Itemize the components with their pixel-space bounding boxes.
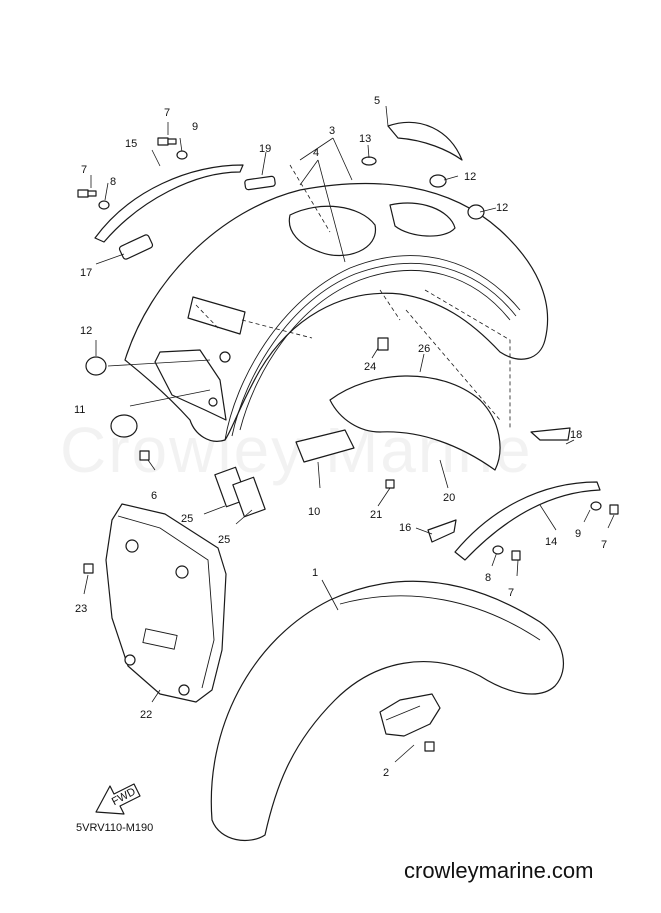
callout-19: 19 <box>259 143 271 155</box>
callout-23: 23 <box>75 603 87 615</box>
callout-7c: 7 <box>508 587 514 599</box>
pad-25b-part <box>232 476 266 518</box>
grommet-12-left-part <box>85 356 107 376</box>
callout-6: 6 <box>151 490 157 502</box>
callout-20: 20 <box>443 492 455 504</box>
reference-lines <box>195 164 511 430</box>
end-cap-left-part <box>427 519 457 543</box>
callout-22: 22 <box>140 709 152 721</box>
callout-18: 18 <box>570 429 582 441</box>
callout-7a: 7 <box>164 107 170 119</box>
diagram-code: 5VRV110-M190 <box>76 822 154 834</box>
callout-16: 16 <box>399 522 411 534</box>
callout-8b: 8 <box>485 572 491 584</box>
footer-site-link[interactable]: crowleymarine.com <box>404 858 594 883</box>
callout-3: 3 <box>329 125 335 137</box>
reflector-part <box>118 234 154 260</box>
callout-2: 2 <box>383 767 389 779</box>
callout-17: 17 <box>80 267 92 279</box>
front-fender-part <box>210 580 564 842</box>
callout-8a: 8 <box>110 176 116 188</box>
rear-fender-part <box>124 182 549 442</box>
callout-labels: 1 2 3 4 5 6 7 7 7 7 8 8 9 9 10 11 12 12 … <box>74 95 607 779</box>
callout-10: 10 <box>308 506 320 518</box>
callout-24: 24 <box>364 361 376 373</box>
grommet-12-right-part <box>467 204 485 220</box>
callout-9a: 9 <box>192 121 198 133</box>
callout-7d: 7 <box>601 539 607 551</box>
bolt-icon <box>77 137 619 752</box>
grommet-12-top-part <box>429 174 447 188</box>
inner-fender-part <box>329 375 501 471</box>
callout-4: 4 <box>313 147 319 159</box>
callout-1: 1 <box>312 567 318 579</box>
leader-lines <box>83 105 615 763</box>
callout-21: 21 <box>370 509 382 521</box>
callout-5: 5 <box>374 95 380 107</box>
forward-arrow-icon: FWD <box>95 783 141 815</box>
callout-25a: 25 <box>181 513 193 525</box>
callout-11: 11 <box>74 404 85 416</box>
washer-icon <box>98 150 602 555</box>
pad-part <box>295 429 355 463</box>
right-rail-part <box>454 481 601 561</box>
callout-7b: 7 <box>81 164 87 176</box>
callout-12b: 12 <box>464 171 476 183</box>
reflector-top-part <box>244 175 276 191</box>
callout-9b: 9 <box>575 528 581 540</box>
side-cover-part <box>105 503 227 703</box>
washer-part <box>361 156 377 166</box>
callout-25b: 25 <box>218 534 230 546</box>
callout-26: 26 <box>418 343 430 355</box>
callout-14: 14 <box>545 536 557 548</box>
callout-12a: 12 <box>80 325 92 337</box>
grommet-part <box>110 414 138 438</box>
top-guard-part <box>387 121 463 161</box>
end-cap-part <box>530 427 571 441</box>
callout-15: 15 <box>125 138 137 150</box>
left-rail-part <box>94 164 244 243</box>
callout-13: 13 <box>359 133 371 145</box>
callout-12c: 12 <box>496 202 508 214</box>
